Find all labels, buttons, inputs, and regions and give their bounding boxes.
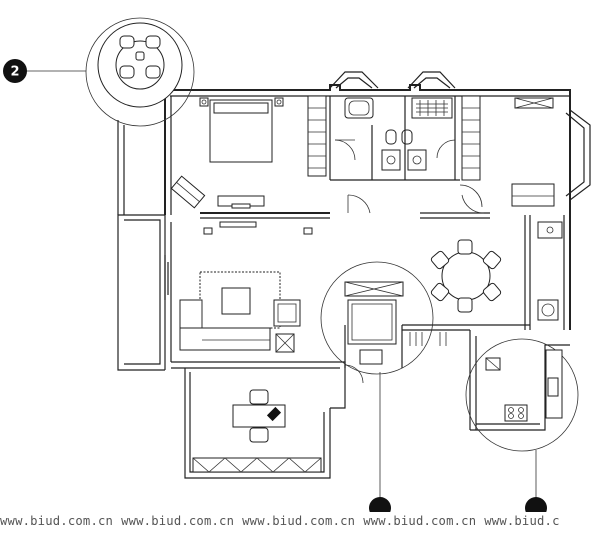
callout-marker-kitchen bbox=[525, 497, 547, 512]
watermark-text: www.biud.com.cn bbox=[242, 514, 356, 528]
exterior-walls bbox=[117, 84, 591, 371]
detail-circle-round-table bbox=[85, 17, 195, 127]
dining-table bbox=[430, 239, 502, 313]
living-room bbox=[164, 255, 301, 353]
lower-walls bbox=[171, 324, 570, 431]
watermark-text: www.biud.com.cn bbox=[121, 514, 235, 528]
bay-window-bath-left bbox=[329, 71, 379, 89]
callout-leaders bbox=[26, 70, 537, 500]
watermark-strip: www.biud.com.cn www.biud.com.cn www.biud.c… bbox=[0, 514, 600, 528]
callout-marker-bathroom bbox=[369, 497, 391, 512]
watermark-text: www.biud.com.cn bbox=[0, 514, 114, 528]
bathroom-right bbox=[330, 96, 460, 181]
bathroom-left bbox=[334, 97, 401, 180]
detail-circle-kitchen bbox=[465, 338, 579, 452]
bay-window-bath-right bbox=[407, 71, 456, 89]
corridor-walls bbox=[200, 194, 531, 330]
watermark-text: www.biud.com.cn bbox=[363, 514, 477, 528]
watermark-text: www.biud.c bbox=[484, 514, 560, 528]
master-bedroom bbox=[170, 95, 331, 209]
callout-marker-2: 2 bbox=[3, 59, 27, 83]
utility-column bbox=[537, 221, 563, 321]
study-room bbox=[184, 368, 331, 479]
detail-circle-bathroom bbox=[320, 261, 447, 384]
callout-number: 2 bbox=[10, 65, 19, 80]
second-bedroom bbox=[459, 95, 555, 208]
